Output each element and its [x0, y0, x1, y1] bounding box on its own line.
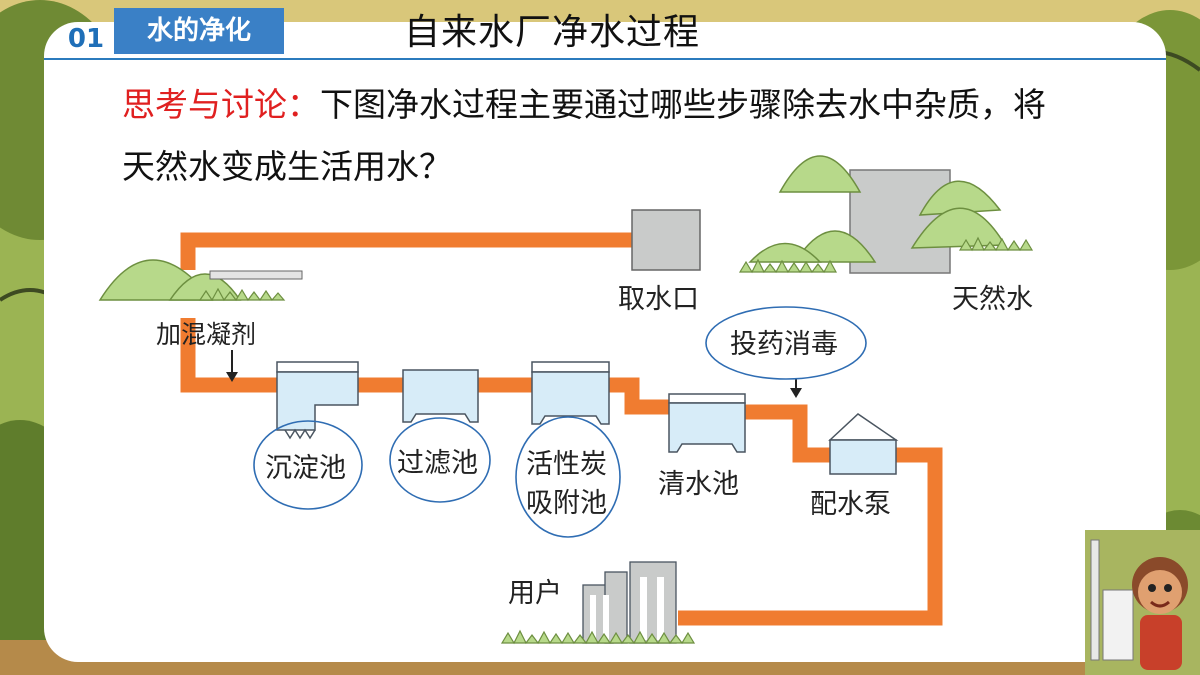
sediment-icon: [284, 428, 316, 440]
label-filtration: 过滤池: [397, 448, 478, 479]
label-sedimentation: 沉淀池: [265, 453, 346, 484]
header-divider: [44, 58, 1166, 60]
question-label: 思考与讨论：: [122, 85, 320, 124]
page-title: 自来水厂净水过程: [404, 12, 701, 53]
disinfect-ellipse: [705, 306, 867, 380]
label-add-coagulant: 加混凝剂: [156, 320, 256, 349]
label-carbon-line2: 吸附池: [526, 488, 607, 519]
grass-icon: [738, 258, 838, 274]
carbon-tank: [531, 361, 610, 425]
label-disinfect: 投药消毒: [730, 329, 838, 360]
tank-body: [668, 402, 746, 453]
content-card: [44, 22, 1166, 662]
tank-body: [402, 369, 479, 423]
filtration-tank: [402, 369, 479, 423]
users-scene: [500, 561, 696, 645]
natural-water-scene: [738, 155, 1034, 274]
carbon-ellipse: [515, 416, 621, 538]
hill-icon: [778, 155, 862, 193]
label-carbon-line1: 活性炭: [526, 449, 607, 480]
building-icon: [629, 561, 677, 644]
water-intake-box: [631, 209, 701, 271]
clear-water-tank: [668, 393, 746, 453]
pump-roof: [828, 413, 899, 441]
label-natural-water: 天然水: [952, 284, 1033, 315]
arrow-head-icon: [790, 388, 802, 398]
hill-icon: [910, 207, 1007, 249]
pipe-clear-pump: [744, 404, 830, 463]
grass-icon: [500, 629, 696, 645]
discussion-question: 思考与讨论：下图净水过程主要通过哪些步骤除去水中杂质，将天然水变成生活用水？: [122, 74, 1062, 198]
shelf: [209, 270, 303, 280]
pipe-coagulant: [180, 318, 278, 393]
label-clear-water: 清水池: [658, 469, 739, 500]
hill-icon: [748, 242, 822, 263]
label-pump: 配水泵: [810, 489, 891, 520]
grass-icon: [958, 236, 1034, 252]
arrow-head-icon: [226, 372, 238, 382]
tank-body: [276, 371, 359, 431]
label-water-intake: 取水口: [618, 284, 699, 315]
tank-body: [531, 371, 610, 425]
pipeline: [180, 232, 943, 626]
pipe-pump-users: [678, 447, 943, 626]
tank-lid: [276, 361, 359, 373]
coagulant-scene: [98, 259, 303, 382]
hill-icon: [793, 230, 877, 263]
pump-body: [829, 439, 897, 475]
sedimentation-tank: [276, 361, 359, 440]
water-pump: [828, 413, 899, 475]
pipe-intake: [180, 232, 632, 270]
label-users: 用户: [508, 578, 562, 609]
sedimentation-ellipse: [253, 420, 363, 510]
question-text: 下图净水过程主要通过哪些步骤除去水中杂质，将天然水变成生活用水？: [122, 85, 1046, 186]
filtration-ellipse: [389, 417, 491, 503]
tank-lid: [531, 361, 610, 373]
section-tag: 水的净化: [114, 8, 284, 54]
section-number: 01: [67, 24, 105, 54]
mascot-character: [1085, 530, 1200, 675]
tank-lid: [668, 393, 746, 404]
pipe-carbon-clear: [608, 377, 670, 415]
grass-icon: [198, 287, 286, 302]
hill-icon: [918, 180, 1002, 216]
